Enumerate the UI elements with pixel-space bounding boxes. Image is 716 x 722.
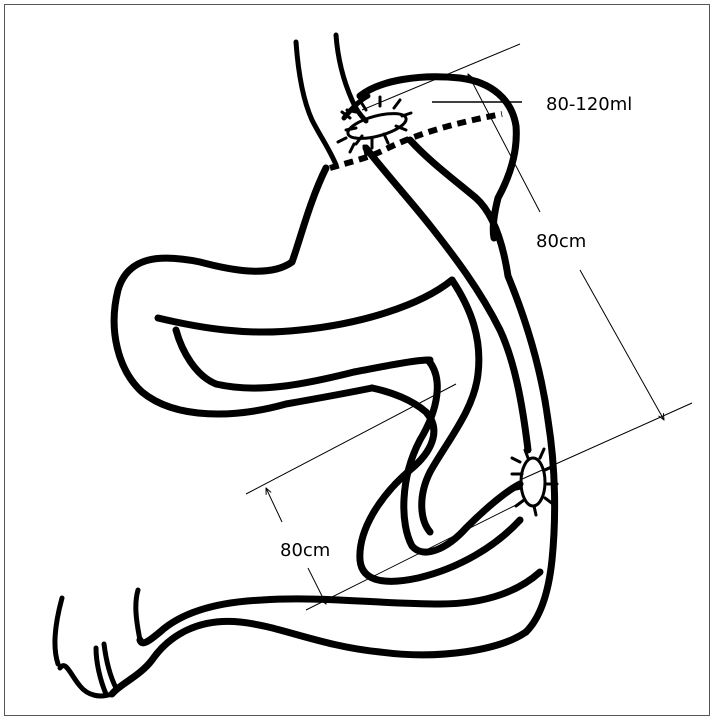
remnant-stomach	[114, 168, 452, 414]
pouch-volume-label: 80-120ml	[546, 94, 632, 115]
common-channel	[55, 572, 540, 696]
staple-line	[330, 114, 502, 168]
roux-limb	[366, 140, 555, 632]
upper-length-label: 80cm	[536, 231, 586, 252]
gastrojejunal-anastomosis	[338, 97, 411, 155]
lower-length-label: 80cm	[280, 540, 330, 561]
esophagus	[296, 35, 366, 165]
upper-length-dimension	[362, 44, 692, 480]
